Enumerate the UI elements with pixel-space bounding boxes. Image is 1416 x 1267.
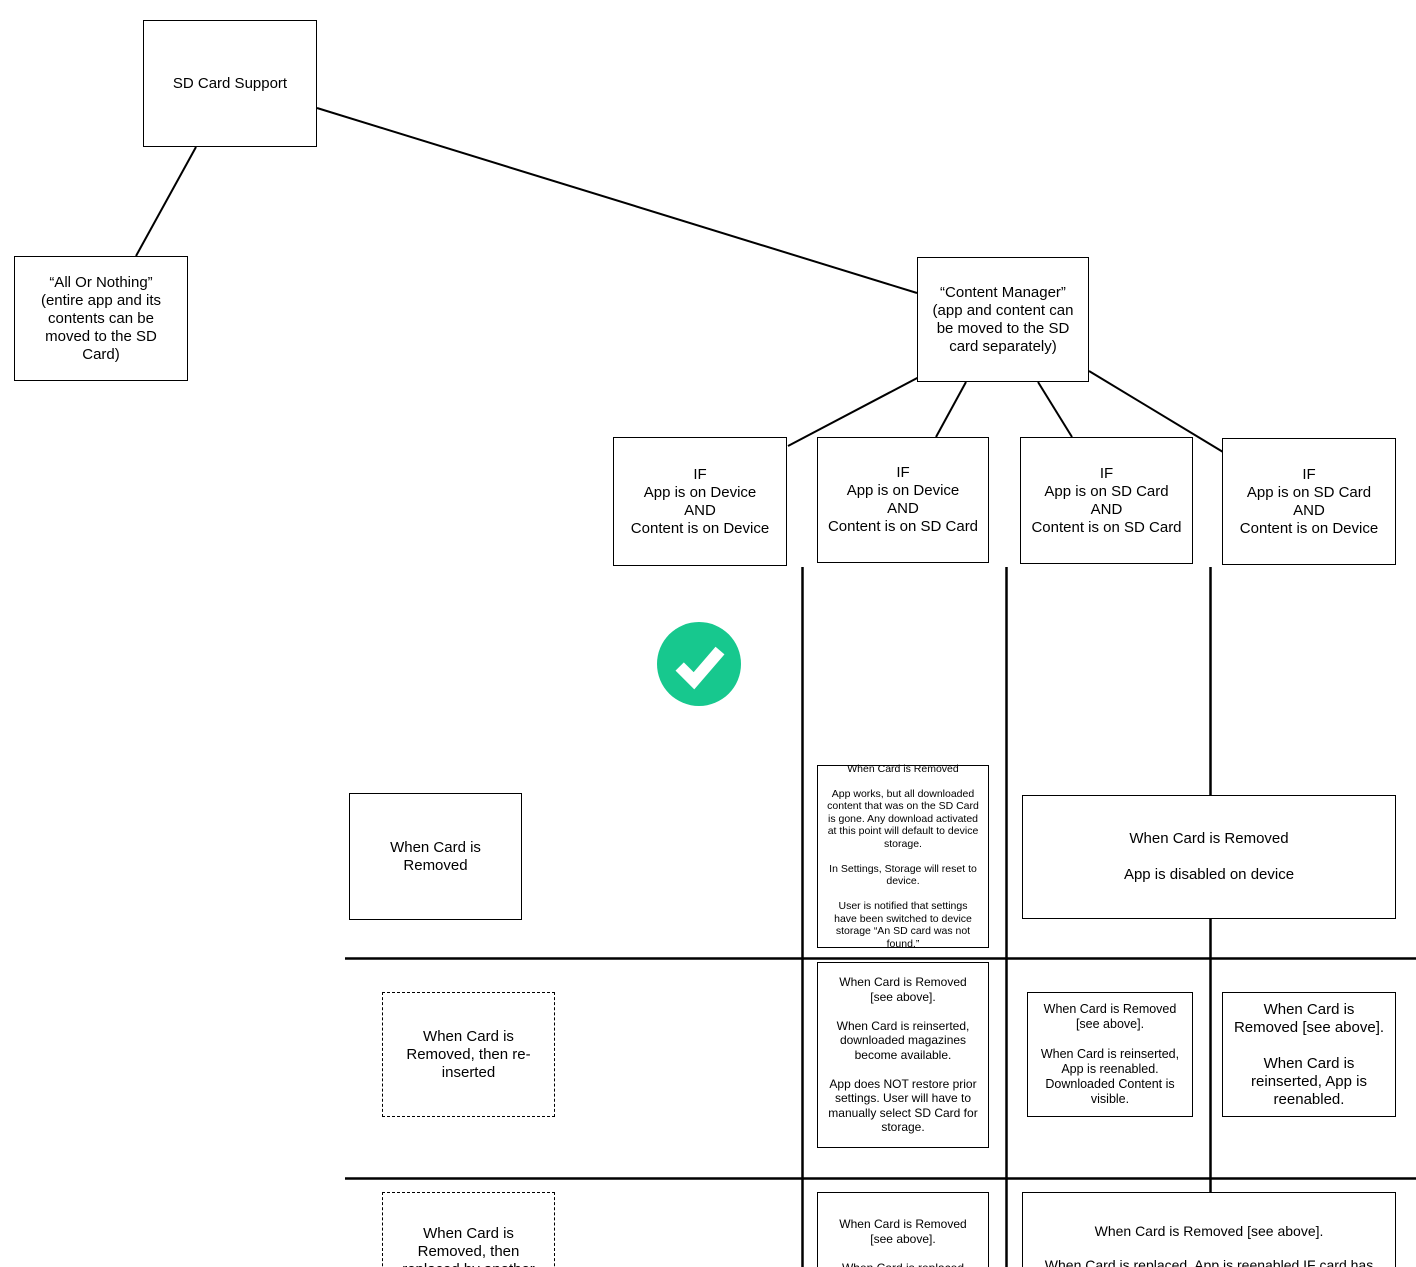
cell-replaced-app-device-content-sd: When Card is Removed [see above]. When C… xyxy=(817,1192,989,1267)
condition-node-app-device-content-sd: IF App is on Device AND Content is on SD… xyxy=(817,437,989,563)
connector-root-to-content-manager xyxy=(316,107,918,294)
cell-removed-app-on-sd: When Card is Removed App is disabled on … xyxy=(1022,795,1396,919)
connector-root-to-all-or-nothing xyxy=(135,146,197,257)
cell-reinserted-app-sd-content-device: When Card is Removed [see above]. When C… xyxy=(1222,992,1396,1117)
condition-node-app-sd-content-device: IF App is on SD Card AND Content is on D… xyxy=(1222,438,1396,565)
connector-cm-to-condition-1 xyxy=(787,375,922,447)
condition-node-app-sd-content-sd: IF App is on SD Card AND Content is on S… xyxy=(1020,437,1193,564)
row-label-removed-reinserted: When Card is Removed, then re- inserted xyxy=(382,992,555,1117)
check-icon xyxy=(657,622,741,706)
condition-node-app-device-content-device: IF App is on Device AND Content is on De… xyxy=(613,437,787,566)
connector-cm-to-condition-2 xyxy=(935,381,967,438)
cell-reinserted-app-device-content-sd: When Card is Removed [see above]. When C… xyxy=(817,962,989,1148)
cell-removed-app-device-content-sd: When Card is Removed App works, but all … xyxy=(817,763,989,950)
cell-replaced-app-on-sd: When Card is Removed [see above]. When C… xyxy=(1022,1192,1396,1267)
row-label-removed-replaced: When Card is Removed, then replaced by a… xyxy=(382,1192,555,1267)
node-content-manager: “Content Manager” (app and content can b… xyxy=(917,257,1089,382)
cell-reinserted-app-sd-content-sd: When Card is Removed [see above]. When C… xyxy=(1027,992,1193,1117)
node-all-or-nothing: “All Or Nothing” (entire app and its con… xyxy=(14,256,188,381)
connector-cm-to-condition-3 xyxy=(1037,381,1073,438)
check-circle-badge xyxy=(657,622,741,706)
row-label-when-card-removed: When Card is Removed xyxy=(349,793,522,920)
connector-cm-to-condition-4 xyxy=(1088,370,1224,453)
root-node-sd-card-support: SD Card Support xyxy=(143,20,317,147)
